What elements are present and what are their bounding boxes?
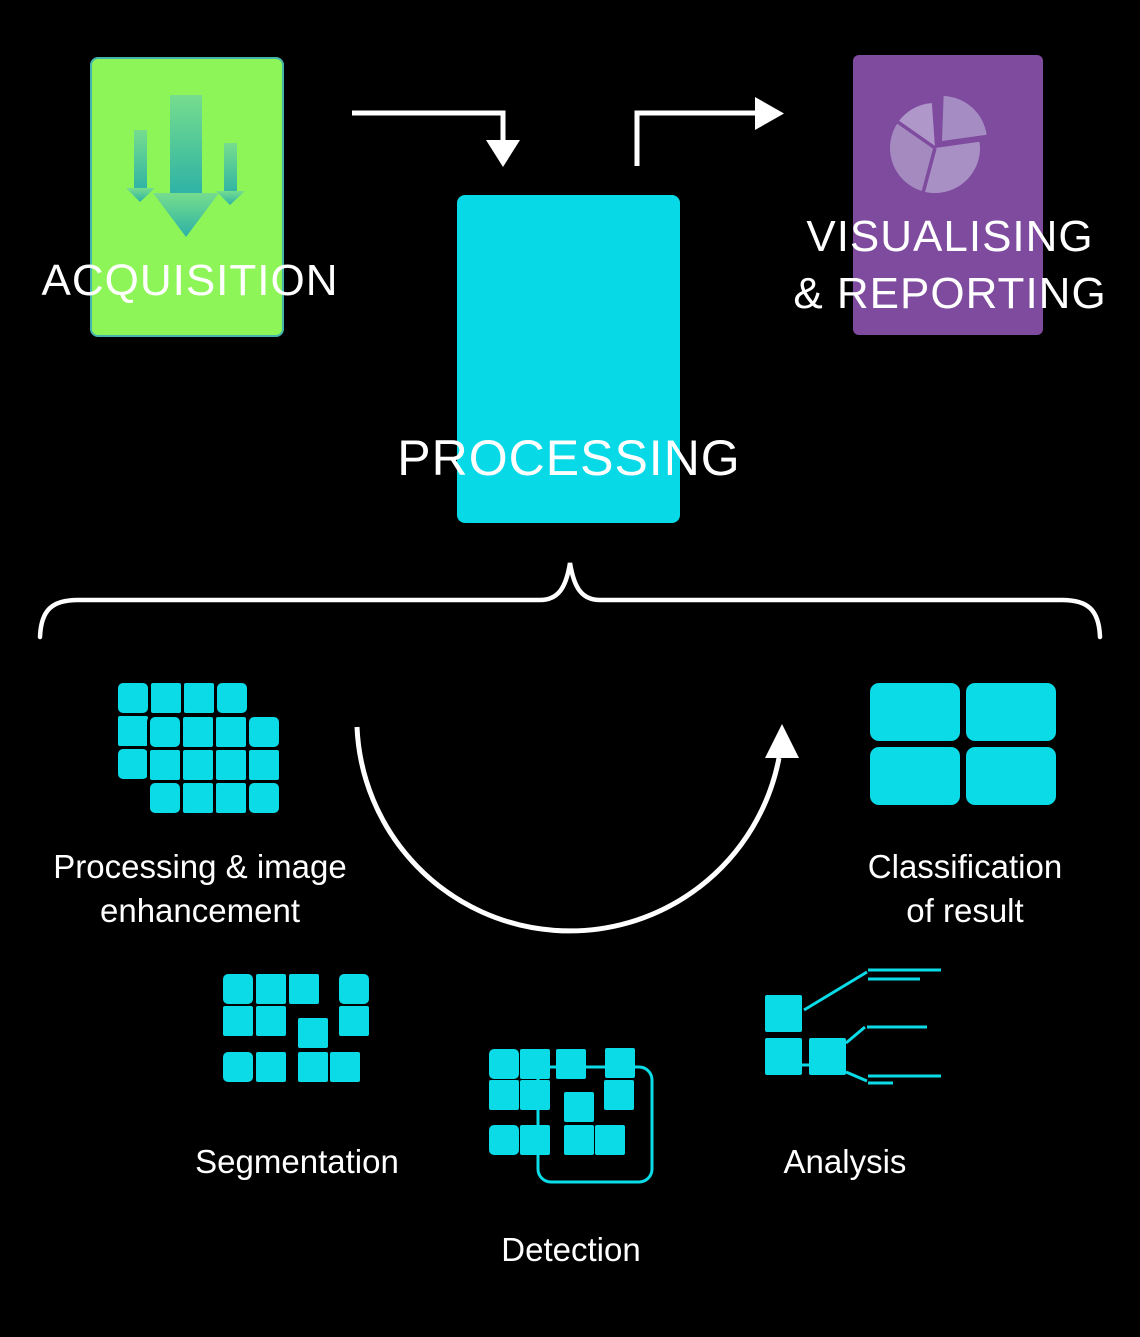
pie-chart-icon — [889, 96, 987, 194]
processing-box — [457, 195, 680, 523]
flow-arrow-processing-to-visualising — [634, 97, 784, 166]
processing-brace — [37, 562, 1103, 640]
classification-grid-icon — [870, 683, 1056, 805]
analysis-callouts-icon — [765, 968, 941, 1085]
segmentation-label: Segmentation — [195, 1143, 399, 1180]
enhancement-label: Processing & image enhancement — [30, 845, 370, 933]
enhancement-label-line2: enhancement — [100, 892, 300, 929]
analysis-label: Analysis — [783, 1143, 907, 1180]
classification-label-line1: Classification — [867, 848, 1063, 885]
detection-label: Detection — [501, 1231, 641, 1268]
image-grid-icon — [118, 683, 282, 815]
download-arrows-icon — [126, 95, 245, 237]
flow-arrow-acquisition-to-processing — [352, 110, 520, 167]
classification-label: Classification of result — [795, 845, 1135, 933]
enhancement-label-line1: Processing & image — [53, 848, 347, 885]
visualising-label-line1: VISUALISING — [806, 212, 1094, 261]
visualising-label-line2: & REPORTING — [793, 269, 1107, 318]
acquisition-label: ACQUISITION — [41, 256, 339, 305]
classification-label-line2: of result — [906, 892, 1024, 929]
detection-grid-icon — [489, 1048, 654, 1184]
cycle-arrow — [354, 724, 799, 934]
segmented-grid-icon — [223, 974, 369, 1082]
processing-label: PROCESSING — [397, 430, 741, 486]
visualising-label: VISUALISING & REPORTING — [760, 208, 1140, 322]
